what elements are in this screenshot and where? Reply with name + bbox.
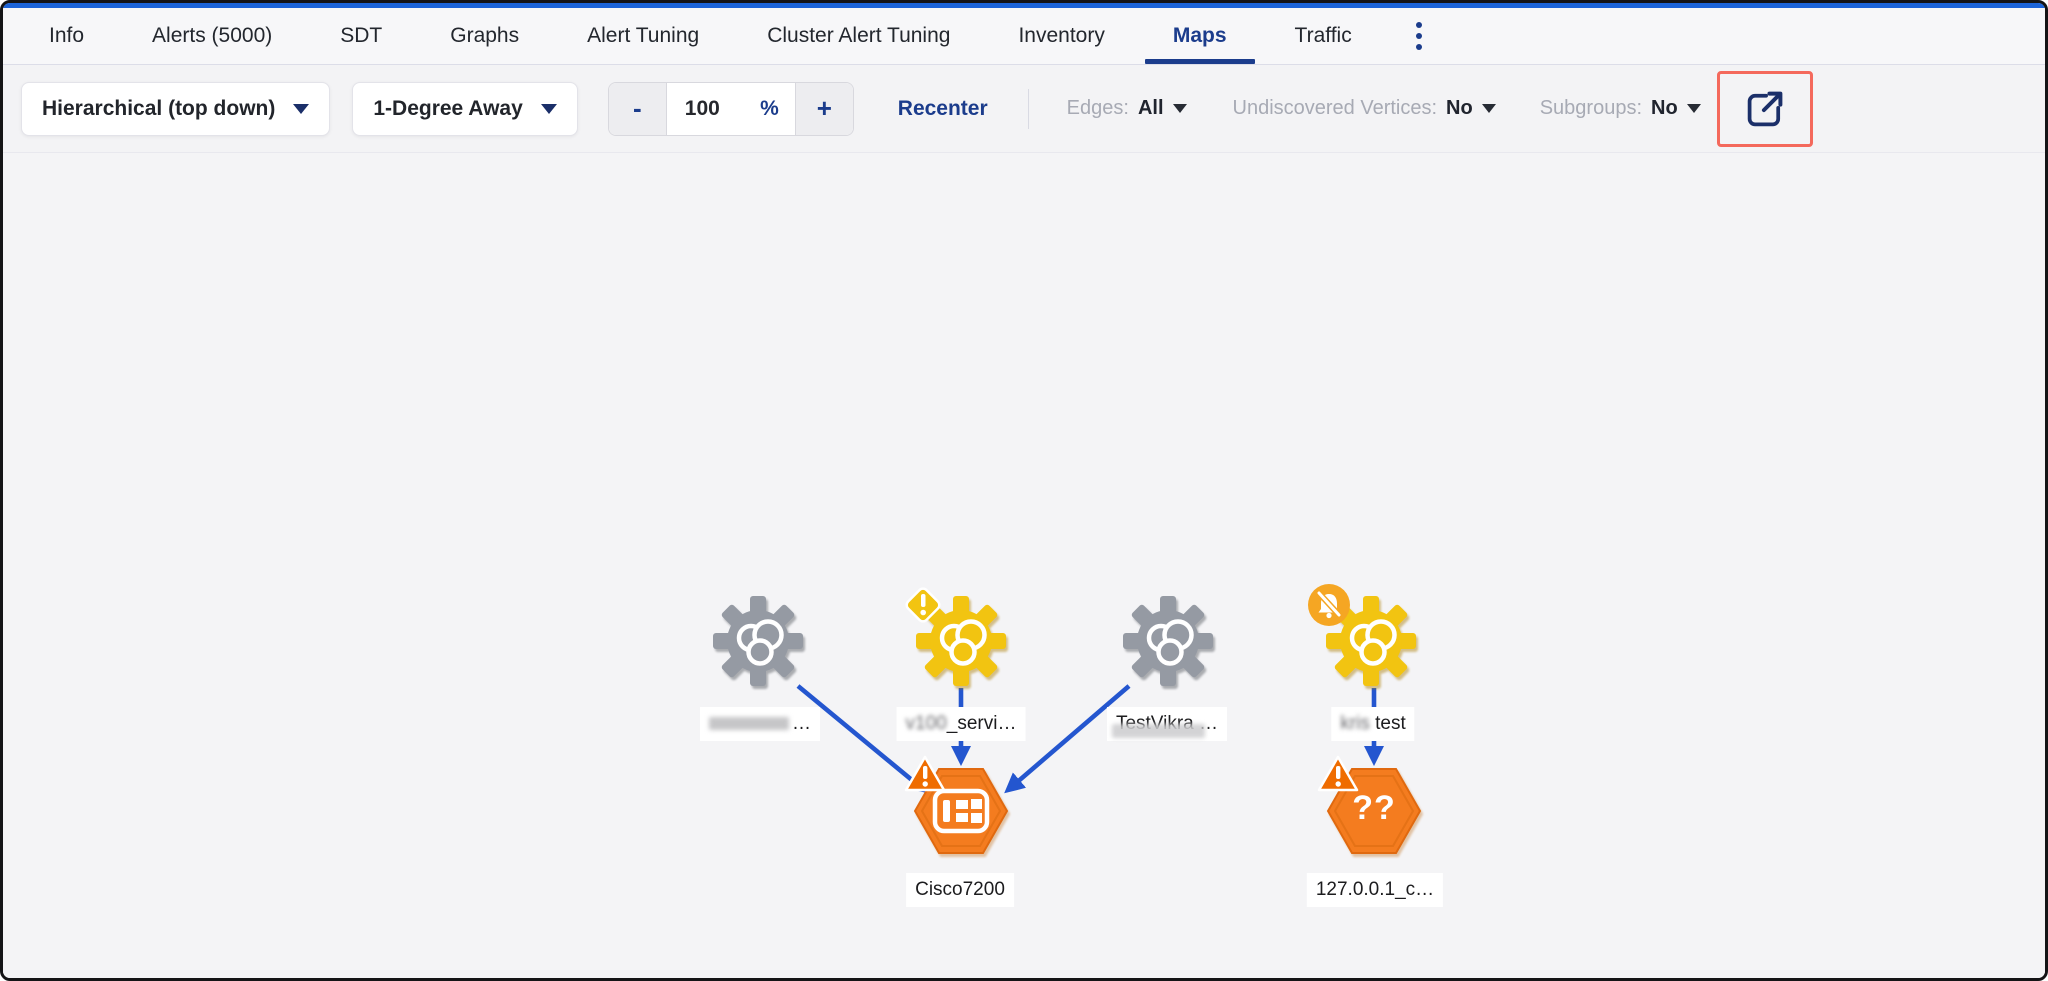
filter-value: No xyxy=(1446,97,1473,119)
zoom-value-input[interactable] xyxy=(684,96,743,121)
tab-info[interactable]: Info xyxy=(15,8,118,64)
node-label: Cisco7200 xyxy=(906,873,1014,907)
node-label: v100_servi… xyxy=(896,707,1026,741)
tab-traffic[interactable]: Traffic xyxy=(1261,8,1386,64)
redaction-blur xyxy=(1111,723,1206,738)
tab-cluster-alert-tuning[interactable]: Cluster Alert Tuning xyxy=(733,8,984,64)
tab-label: Inventory xyxy=(1018,24,1105,47)
percent-label: % xyxy=(760,96,779,120)
warning-triangle-badge xyxy=(903,754,947,794)
resource-tab-bar: Info Alerts (5000) SDT Graphs Alert Tuni… xyxy=(3,8,2045,65)
filter-value: No xyxy=(1651,97,1678,119)
tab-label: Traffic xyxy=(1294,24,1352,47)
service-group-node[interactable] xyxy=(905,587,1007,687)
active-tab-underline xyxy=(1144,59,1255,64)
kebab-menu-icon xyxy=(1415,33,1422,39)
alert-disabled-bell-badge xyxy=(1307,583,1351,627)
filter-label: Edges: xyxy=(1066,97,1129,119)
undiscovered-vertices-filter-dropdown[interactable]: Undiscovered Vertices: No xyxy=(1233,97,1496,120)
device-node[interactable] xyxy=(904,755,1009,856)
device-node-unknown[interactable]: ?? xyxy=(1317,755,1422,856)
zoom-control: - % + xyxy=(607,81,854,136)
edge-arrow xyxy=(796,684,928,794)
tab-label: SDT xyxy=(340,24,383,47)
tab-sdt[interactable]: SDT xyxy=(306,8,416,64)
tab-label: Maps xyxy=(1172,24,1227,47)
topology-edges xyxy=(796,684,1385,794)
tab-graphs[interactable]: Graphs xyxy=(416,8,553,64)
topology-map-canvas[interactable]: ?? … v100_servi… TestVikra … kris test C… xyxy=(3,153,2045,978)
zoom-in-button[interactable]: + xyxy=(794,82,853,135)
edges-filter-dropdown[interactable]: Edges: All xyxy=(1067,97,1187,120)
warning-diamond-badge xyxy=(899,581,947,629)
tab-alerts[interactable]: Alerts (5000) xyxy=(118,8,306,64)
layout-dropdown-value: Hierarchical (top down) xyxy=(42,96,276,120)
tab-inventory[interactable]: Inventory xyxy=(984,8,1138,64)
node-label-redacted: … xyxy=(700,707,820,741)
tab-alert-tuning[interactable]: Alert Tuning xyxy=(553,8,733,64)
redaction-blur xyxy=(709,717,789,731)
gear-icon xyxy=(916,596,1006,686)
gear-icon xyxy=(713,596,803,686)
map-toolbar: Hierarchical (top down) 1-Degree Away - … xyxy=(3,65,2045,153)
chevron-down-icon xyxy=(540,103,557,114)
gear-icon xyxy=(1123,596,1213,686)
degree-dropdown-value: 1-Degree Away xyxy=(373,96,523,120)
chevron-down-icon xyxy=(293,103,310,114)
tab-label: Info xyxy=(49,24,85,47)
filter-value: All xyxy=(1137,97,1164,119)
kebab-menu-icon xyxy=(1415,44,1422,50)
redaction-blur: kris xyxy=(1340,713,1370,734)
external-link-icon xyxy=(1747,91,1783,126)
node-label: 127.0.0.1_c… xyxy=(1306,873,1444,907)
filter-label: Undiscovered Vertices: xyxy=(1232,97,1438,119)
plus-icon: + xyxy=(816,93,832,123)
unknown-device-glyph: ?? xyxy=(1352,788,1396,827)
tab-label: Alert Tuning xyxy=(587,24,700,47)
zoom-field: % xyxy=(666,82,795,135)
toolbar-divider xyxy=(1027,88,1029,129)
edge-arrow xyxy=(1004,684,1131,794)
tab-maps[interactable]: Maps xyxy=(1139,8,1261,64)
open-fullscreen-annotation-box[interactable] xyxy=(1716,70,1813,147)
window-accent-strip xyxy=(3,3,2045,8)
service-group-node[interactable] xyxy=(1308,584,1417,687)
gear-icon xyxy=(1326,596,1416,686)
chevron-down-icon xyxy=(1686,104,1701,113)
tab-label: Cluster Alert Tuning xyxy=(767,24,951,47)
service-group-node[interactable] xyxy=(1122,595,1214,687)
subgroups-filter-dropdown[interactable]: Subgroups: No xyxy=(1540,97,1701,120)
filter-label: Subgroups: xyxy=(1539,97,1643,119)
zoom-out-button[interactable]: - xyxy=(608,82,667,135)
warning-triangle-badge xyxy=(1316,754,1360,794)
node-label: TestVikra … xyxy=(1106,707,1228,741)
layout-dropdown[interactable]: Hierarchical (top down) xyxy=(21,81,331,136)
tab-label: Alerts (5000) xyxy=(152,24,273,47)
node-label: kris test xyxy=(1331,707,1415,741)
chevron-down-icon xyxy=(1481,104,1496,113)
minus-icon: - xyxy=(632,93,642,123)
kebab-menu-icon xyxy=(1415,22,1422,28)
chevron-down-icon xyxy=(1172,104,1187,113)
tab-label: Graphs xyxy=(450,24,520,47)
tab-overflow-menu-button[interactable] xyxy=(1390,8,1448,64)
redaction-blur: v100 xyxy=(905,713,947,734)
service-group-node[interactable] xyxy=(712,595,804,687)
recenter-button[interactable]: Recenter xyxy=(897,96,988,120)
degree-dropdown[interactable]: 1-Degree Away xyxy=(352,81,578,136)
